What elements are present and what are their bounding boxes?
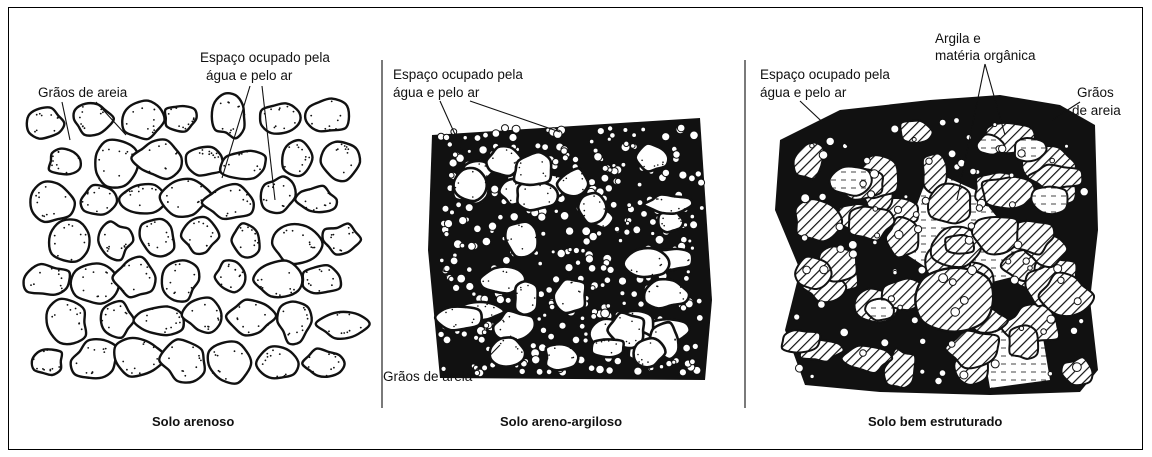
sand-grain: [261, 176, 296, 213]
sand-grain: [321, 142, 360, 182]
label-pore-space-1a: Espaço ocupado pela: [200, 50, 330, 65]
sand-grain: [182, 298, 222, 333]
sand-grain: [303, 265, 341, 293]
caption-panel-2: Solo areno-argiloso: [500, 414, 622, 429]
caption-panel-3: Solo bem estruturado: [868, 414, 1002, 429]
sand-grain: [915, 268, 993, 332]
sand-grain: [212, 93, 245, 138]
sand-grain: [81, 185, 117, 215]
sand-grain: [114, 338, 166, 377]
sand-grain: [140, 219, 175, 257]
sand-grain: [131, 140, 181, 179]
label-pore-space-3b: água e pelo ar: [760, 85, 847, 100]
sand-grain: [208, 342, 251, 384]
label-sand-grains-3a: Grãos: [1077, 85, 1114, 100]
sand-grain: [272, 224, 322, 264]
panel-sandy-soil: [24, 93, 370, 383]
sand-grain: [226, 300, 276, 336]
sand-grain: [112, 257, 155, 298]
sand-grain: [95, 140, 138, 188]
sand-grain: [98, 221, 133, 260]
label-sand-grains-2: Grãos de areia: [383, 369, 473, 384]
sand-grain: [322, 224, 361, 255]
sand-grain: [159, 339, 205, 382]
sand-grain: [316, 312, 370, 339]
sand-grain: [71, 339, 118, 378]
sand-grain: [46, 299, 86, 344]
soil-aggregate: [782, 330, 821, 352]
sand-grain: [74, 103, 114, 135]
sand-grain: [256, 346, 299, 378]
sand-grain: [277, 302, 312, 345]
soil-aggregate: [1009, 325, 1038, 359]
sand-grain: [220, 151, 266, 179]
sand-grain: [24, 264, 70, 295]
label-sand-grains-1: Grãos de areia: [38, 85, 128, 100]
label-pore-space-2b: água e pelo ar: [393, 85, 480, 100]
sand-grain: [253, 260, 302, 297]
label-clay-organic-a: Argila e: [935, 31, 981, 46]
panel-well-structured-soil: [775, 95, 1098, 395]
sand-grain: [122, 101, 164, 140]
label-pore-space-2a: Espaço ocupado pela: [393, 67, 523, 82]
sand-grain: [592, 339, 624, 357]
sand-grain: [27, 107, 65, 138]
panel-sandy-clay-soil: [428, 118, 712, 380]
sand-grain: [101, 301, 134, 338]
sand-grain: [435, 307, 482, 331]
sand-grain: [181, 217, 219, 254]
sand-grain: [49, 219, 89, 261]
sand-grain: [165, 106, 197, 132]
sand-grain: [162, 260, 199, 301]
label-pore-space-1b: água e pelo ar: [206, 68, 293, 83]
label-sand-grains-3b: de areia: [1072, 103, 1121, 118]
sand-grain: [186, 147, 224, 176]
caption-panel-1: Solo arenoso: [152, 414, 234, 429]
sand-grain: [454, 168, 487, 201]
label-pore-space-3a: Espaço ocupado pela: [760, 67, 890, 82]
label-clay-organic-b: matéria orgânica: [935, 48, 1036, 63]
soil-aggregate: [928, 184, 970, 224]
soil-aggregate: [982, 177, 1035, 209]
sand-grain: [134, 306, 184, 335]
sand-grain: [624, 248, 670, 277]
sand-grain: [32, 349, 62, 375]
